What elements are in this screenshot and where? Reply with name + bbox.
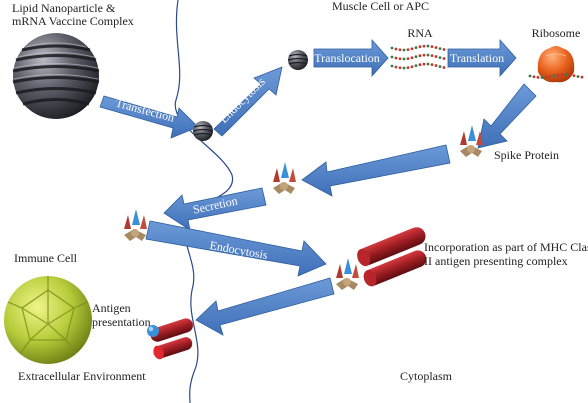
- lipid-nanoparticle-in-cell: [287, 49, 309, 71]
- spike-protein-endocytosed: [336, 258, 359, 290]
- muscle-cell-label: Muscle Cell or APC: [332, 0, 429, 13]
- arrow-to-secretion-site: [301, 144, 451, 197]
- antigen-presentation-complex: [147, 318, 193, 360]
- immune-cell-label: Immune Cell: [14, 251, 78, 265]
- lipid-nanoparticle-large: [12, 33, 100, 119]
- arrow-translation-label: Translation: [450, 51, 504, 65]
- spike-protein-cytoplasm: [273, 162, 296, 194]
- antigen-label-line1: Antigen: [92, 301, 131, 315]
- arrow-translocation: Translocation: [313, 38, 389, 78]
- arrow-endocytosis-1-label: Endocytosis: [216, 74, 268, 126]
- arrow-endocytosis-2: Endocytosis: [145, 220, 327, 277]
- cytoplasm-label: Cytoplasm: [400, 369, 453, 383]
- arrow-ribosome-to-spike: [477, 83, 537, 149]
- lnp-label-line1: Lipid Nanoparticle &: [12, 1, 116, 15]
- lipid-nanoparticle-at-membrane: [192, 120, 214, 142]
- antigen-label-line2: presentation: [92, 315, 151, 329]
- mhc-label-line2: II antigen presenting complex: [424, 254, 568, 268]
- rna-strands: [390, 44, 446, 70]
- spike-protein-label: Spike Protein: [494, 148, 559, 162]
- immune-cell: [4, 276, 92, 364]
- mhc-class-ii-complex: [357, 227, 427, 287]
- arrow-to-antigen-presentation: [195, 277, 335, 336]
- ribosome-label: Ribosome: [532, 26, 581, 40]
- arrow-translocation-label: Translocation: [314, 51, 380, 65]
- arrow-translation: Translation: [447, 38, 517, 78]
- arrow-transfection: Transfection: [99, 95, 199, 139]
- ribosome: [537, 46, 575, 83]
- extracellular-label: Extracellular Environment: [18, 369, 146, 383]
- arrow-secretion: Secretion: [163, 187, 267, 231]
- rna-label: RNA: [407, 26, 433, 40]
- spike-protein-new: [460, 125, 483, 157]
- lnp-label-line2: mRNA Vaccine Complex: [12, 14, 134, 28]
- mhc-label-line1: Incorporation as part of MHC Class: [424, 240, 588, 254]
- spike-protein-secreted: [124, 209, 147, 241]
- arrow-endocytosis-1: Endocytosis: [213, 66, 283, 137]
- ribosome-rna-strand: [528, 73, 584, 79]
